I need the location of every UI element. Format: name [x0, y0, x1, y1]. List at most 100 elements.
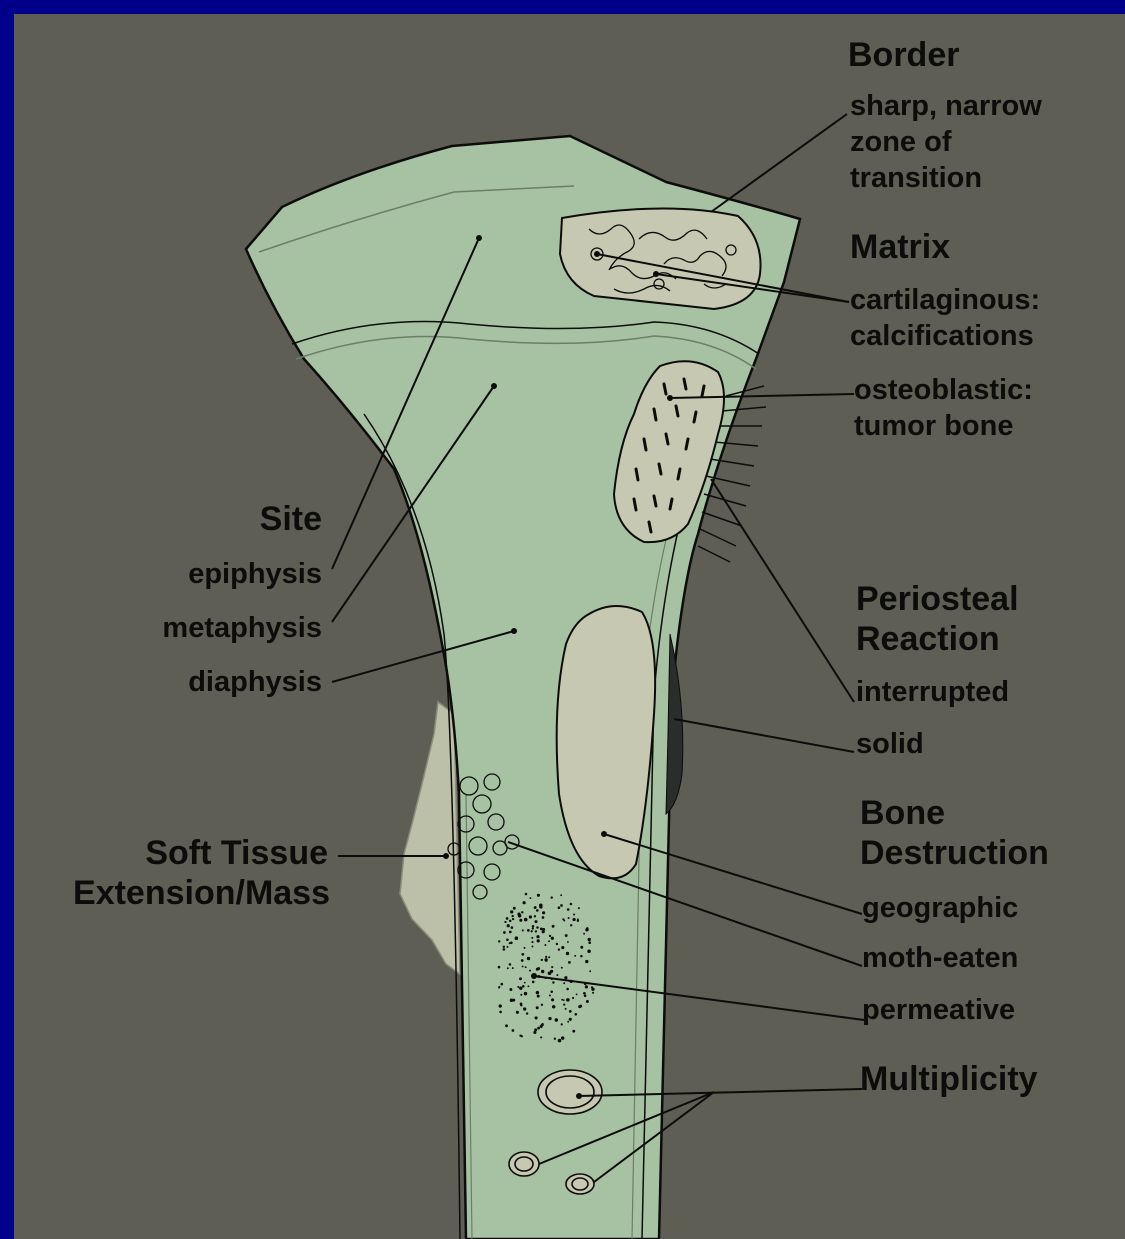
permeative-dot	[554, 1038, 556, 1040]
periosteal-item-interrupted: interrupted	[856, 676, 1009, 709]
permeative-dot	[563, 999, 565, 1001]
permeative-dot	[509, 931, 512, 934]
permeative-dot	[561, 1036, 564, 1039]
permeative-dot	[515, 936, 519, 940]
permeative-dot	[503, 948, 506, 951]
permeative-dot	[509, 963, 512, 966]
permeative-dot	[561, 1023, 563, 1025]
permeative-dot	[583, 992, 586, 995]
permeative-dot	[524, 982, 526, 984]
permeative-dot	[541, 1004, 543, 1006]
permeative-dot	[518, 914, 522, 918]
permeative-dot	[536, 926, 539, 929]
permeative-dot	[534, 906, 537, 909]
permeative-dot	[567, 1021, 569, 1023]
permeative-dot	[525, 893, 528, 896]
permeative-dot	[511, 926, 514, 929]
permeative-dot	[504, 921, 506, 923]
permeative-dot	[510, 910, 513, 913]
permeative-dot	[585, 960, 588, 963]
permeative-dot	[574, 1013, 577, 1016]
permeative-dot	[592, 992, 594, 994]
bone-destruction-item-moth-eaten: moth-eaten	[862, 942, 1018, 975]
permeative-dot	[567, 941, 569, 943]
permeative-dot	[588, 938, 591, 941]
permeative-dot	[535, 920, 538, 923]
permeative-dot	[534, 1028, 537, 1031]
permeative-dot	[524, 918, 528, 922]
permeative-dot	[542, 916, 545, 919]
permeative-dot	[540, 928, 543, 931]
permeative-dot	[566, 998, 570, 1002]
permeative-dot	[529, 915, 532, 918]
permeative-dot	[586, 927, 588, 929]
permeative-dot	[498, 986, 500, 988]
permeative-dot	[537, 894, 540, 897]
permeative-dot	[509, 920, 512, 923]
permeative-dot	[565, 1008, 567, 1010]
permeative-dot	[512, 967, 514, 969]
chondroid-lesion	[560, 208, 761, 309]
permeative-dot	[519, 1034, 521, 1036]
permeative-dot	[572, 918, 575, 921]
permeative-dot	[548, 940, 550, 942]
permeative-dot	[498, 940, 500, 942]
soft-tissue-mass	[400, 702, 460, 974]
permeative-dot	[542, 911, 545, 914]
permeative-dot	[536, 968, 539, 971]
permeative-dot	[558, 1039, 562, 1043]
permeative-dot	[549, 935, 551, 937]
permeative-dot	[561, 999, 563, 1001]
permeative-dot	[540, 1036, 542, 1038]
permeative-dot	[506, 939, 509, 942]
permeative-dot	[569, 1018, 572, 1021]
soft-tissue-heading-line-2: Extension/Mass	[34, 874, 330, 913]
permeative-dot	[574, 955, 576, 957]
permeative-dot	[563, 920, 565, 922]
permeative-dot	[584, 994, 587, 997]
permeative-dot	[569, 1010, 572, 1013]
permeative-dot	[499, 1011, 502, 1014]
permeative-dot	[527, 985, 529, 987]
site-item-diaphysis: diaphysis	[124, 666, 322, 699]
permeative-dot	[563, 982, 565, 984]
permeative-dot	[550, 991, 553, 994]
permeative-dot	[527, 957, 530, 960]
site-heading: Site	[219, 500, 322, 539]
matrix-cartilaginous-line-1: cartilaginous:	[850, 284, 1040, 317]
permeative-dot	[541, 959, 543, 961]
bone-destruction-heading-line-2: Destruction	[860, 834, 1049, 873]
permeative-dot	[499, 1004, 502, 1007]
permeative-dot	[521, 959, 524, 962]
permeative-dot	[545, 956, 547, 958]
permeative-dot	[570, 924, 572, 926]
permeative-dot	[532, 927, 534, 929]
permeative-dot	[556, 943, 558, 945]
permeative-dot	[536, 909, 539, 912]
permeative-dot	[513, 907, 516, 910]
permeative-dot	[506, 917, 509, 920]
permeative-dot	[541, 970, 544, 973]
permeative-dot	[545, 959, 548, 962]
periosteal-heading-line-1: Periosteal	[856, 580, 1019, 619]
permeative-dot	[566, 988, 569, 991]
permeative-dot	[583, 933, 585, 935]
permeative-dot	[551, 896, 553, 898]
permeative-dot	[529, 897, 531, 899]
permeative-dot	[516, 1011, 519, 1014]
permeative-dot	[532, 925, 535, 928]
permeative-dot	[561, 946, 564, 949]
permeative-dot	[580, 946, 583, 949]
permeative-dot	[589, 970, 591, 972]
permeative-dot	[522, 965, 524, 967]
site-item-epiphysis: epiphysis	[124, 558, 322, 591]
permeative-dot	[568, 961, 571, 964]
permeative-dot	[503, 931, 506, 934]
multiplicity-heading: Multiplicity	[860, 1060, 1038, 1099]
permeative-dot	[534, 915, 536, 917]
permeative-dot	[524, 992, 527, 995]
permeative-dot	[521, 953, 524, 956]
permeative-dot	[564, 976, 567, 979]
permeative-dot	[510, 999, 514, 1003]
permeative-dot	[531, 930, 533, 932]
